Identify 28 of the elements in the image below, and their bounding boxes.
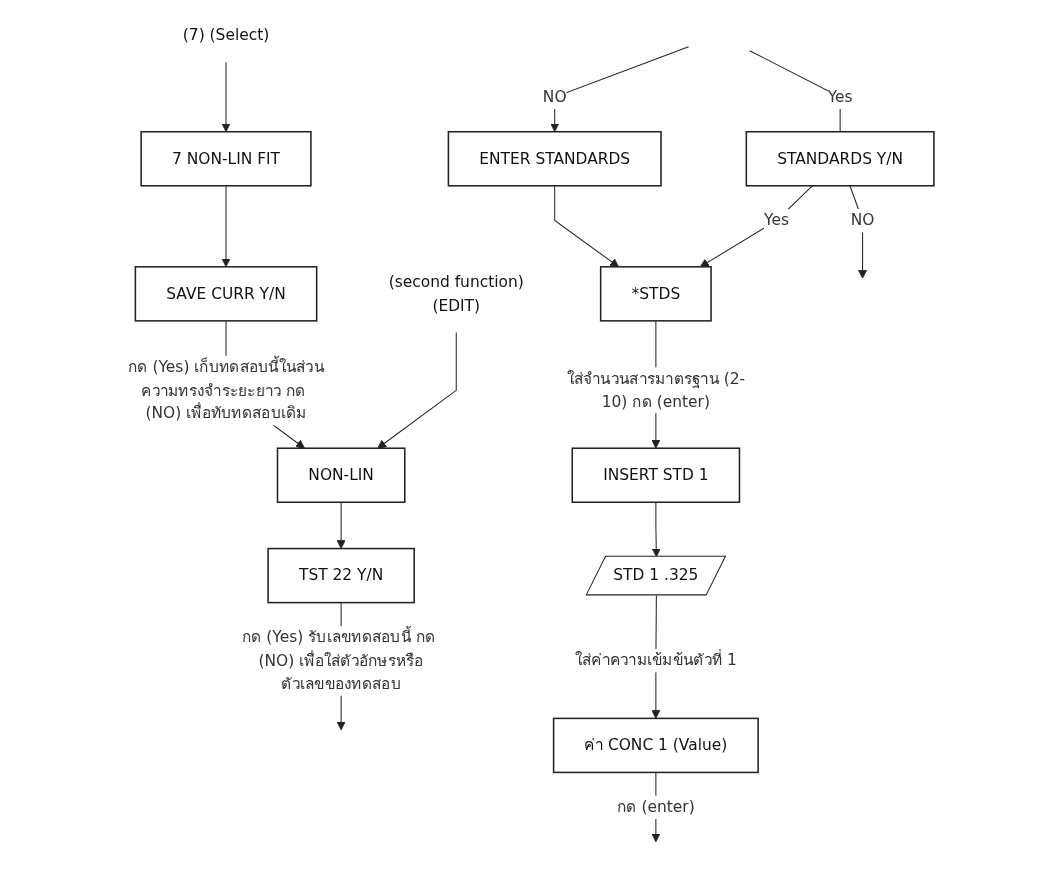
node-box: INSERT STD 1	[571, 447, 741, 503]
edge-label: Yes	[827, 87, 853, 107]
edge-label: ใส่ค่าความเข้มข้นตัวที่ 1	[574, 650, 737, 670]
edge-label: กด (Yes) รับเลขทดสอบนี้ กด (NO) เพื่อใส่ตัวอักษรหรือตัวเลขของทดสอบ	[241, 627, 436, 693]
node-box: SAVE CURR Y/N	[134, 266, 318, 322]
node-box: 7 NON-LIN FIT	[140, 130, 312, 187]
arrow	[699, 185, 813, 268]
arrow	[550, 46, 690, 133]
arrow	[849, 185, 868, 279]
node-box: ค่า CONC 1 (Value)	[552, 717, 759, 774]
node-text: (7) (Select)	[182, 25, 270, 45]
node-box: TST 22 Y/N	[267, 547, 415, 604]
edge-label: NO	[542, 87, 567, 107]
arrow	[336, 501, 346, 549]
node-box: ENTER STANDARDS	[447, 130, 662, 187]
arrow	[377, 331, 457, 449]
edge-label: NO	[850, 210, 875, 230]
node-box: *STDS	[599, 266, 712, 322]
node-text: (second function) (EDIT)	[388, 272, 524, 315]
edge-label: Yes	[764, 210, 789, 230]
edge-label: ใส่จำนวนสารมาตรฐาน (2-10) กด (enter)	[566, 369, 746, 411]
node-box: STANDARDS Y/N	[745, 130, 935, 187]
edge-label: กด (Yes) เก็บทดสอบนี้ในส่วนความทรงจำระยะยาว กด (NO) เพื่อทับทดสอบเดิม	[128, 357, 325, 423]
node-box: NON-LIN	[276, 447, 406, 503]
arrow	[221, 185, 231, 268]
edge-label: กด (enter)	[617, 797, 695, 817]
arrow	[554, 185, 619, 268]
arrow	[221, 61, 231, 133]
